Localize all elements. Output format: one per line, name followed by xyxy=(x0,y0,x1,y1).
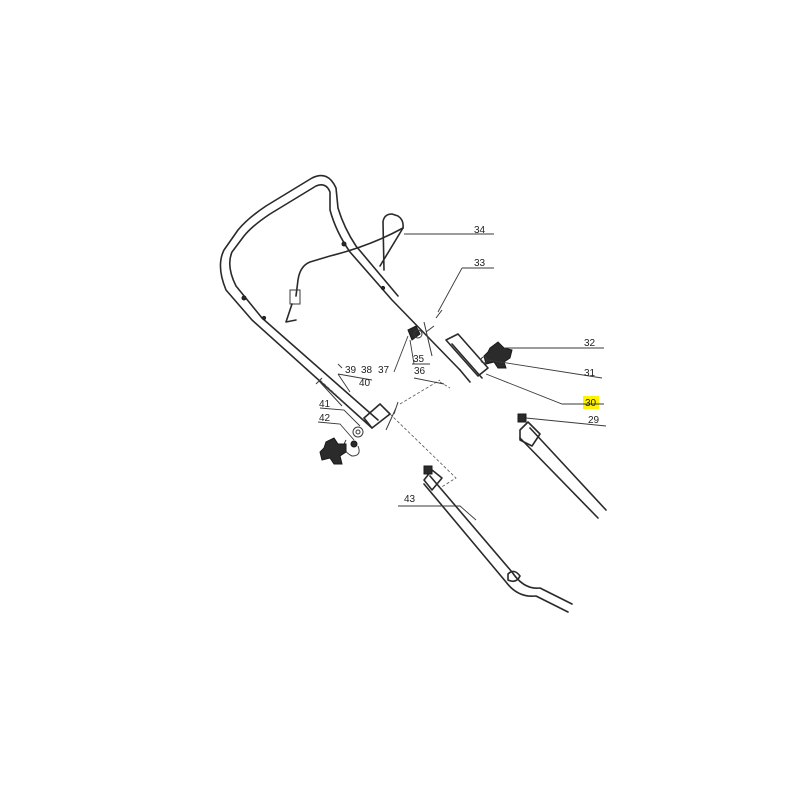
end-plug-29 xyxy=(517,413,527,423)
cable-clip-assembly xyxy=(407,309,451,389)
control-lever xyxy=(285,213,404,323)
callout-39: 39 xyxy=(337,363,357,376)
left-lower-tube xyxy=(363,403,573,613)
callout-37-label: 37 xyxy=(378,365,390,376)
right-lower-tube xyxy=(445,333,607,519)
callout-29: 29 xyxy=(525,415,607,427)
hardware-bolts xyxy=(315,377,441,457)
callout-41: 41 xyxy=(319,399,361,427)
callout-43: 43 xyxy=(398,494,477,521)
star-knob-left xyxy=(319,437,347,465)
callout-38: 38 xyxy=(361,365,373,376)
callout-32: 32 xyxy=(504,338,604,349)
callout-31: 31 xyxy=(487,359,603,379)
highlight-marker xyxy=(583,396,599,409)
star-knob-right xyxy=(480,341,513,369)
callout-42: 42 xyxy=(317,413,355,441)
callout-31-label: 31 xyxy=(584,368,596,379)
end-plug-43 xyxy=(423,465,433,475)
callout-29-label: 29 xyxy=(588,415,600,426)
callout-37: 37 xyxy=(378,335,409,376)
callout-36: 36 xyxy=(413,366,445,385)
callout-33: 33 xyxy=(437,258,494,313)
callout-40: 40 xyxy=(337,373,373,393)
callout-30-label: 30 xyxy=(585,398,597,409)
callout-30: 30 xyxy=(485,373,604,409)
callout-35: 35 xyxy=(409,339,430,365)
upper-handle-bar xyxy=(219,174,461,429)
callout-42-label: 42 xyxy=(319,413,331,424)
callout-39-label: 39 xyxy=(345,365,357,376)
callout-34: 34 xyxy=(404,225,494,236)
callout-33-label: 33 xyxy=(474,258,486,269)
callout-41-label: 41 xyxy=(319,399,331,410)
callout-43-label: 43 xyxy=(404,494,416,505)
callout-40-label: 40 xyxy=(359,378,371,389)
callout-34-label: 34 xyxy=(474,225,486,236)
callout-32-label: 32 xyxy=(584,338,596,349)
callout-38-label: 38 xyxy=(361,365,373,376)
callout-35-label: 35 xyxy=(413,354,425,365)
callout-36-label: 36 xyxy=(414,366,426,377)
